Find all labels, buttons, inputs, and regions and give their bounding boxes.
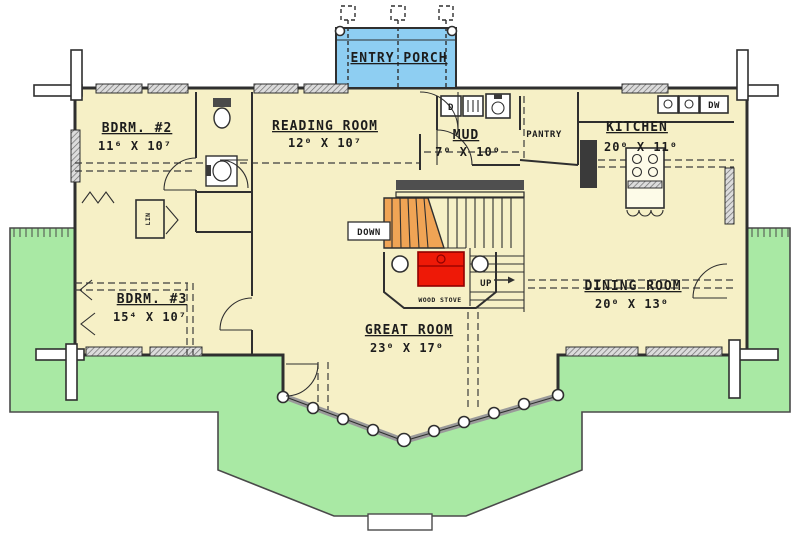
mud-room-label: MUD bbox=[453, 128, 479, 143]
linen-label: LIN bbox=[144, 213, 152, 226]
reading-room-dims: 12⁰ X 10⁷ bbox=[288, 136, 362, 150]
kitchen-island bbox=[625, 147, 665, 217]
dishwasher-label: DW bbox=[708, 101, 720, 111]
dishwasher-icon bbox=[699, 95, 729, 114]
windows bbox=[70, 83, 735, 357]
bar-stool-icon bbox=[650, 209, 664, 217]
deck-step bbox=[367, 513, 433, 531]
closet-doors bbox=[79, 191, 115, 336]
refrigerator-icon bbox=[580, 140, 597, 188]
kitchen-label: KITCHEN bbox=[606, 120, 668, 135]
deck-railing-ticks bbox=[13, 228, 789, 237]
cooktop-burner-icon bbox=[647, 166, 659, 178]
porch-deck bbox=[335, 27, 457, 89]
laundry-appliances bbox=[440, 93, 511, 119]
great-room-label: GREAT ROOM bbox=[365, 323, 453, 338]
dryer-label: D bbox=[448, 103, 454, 113]
log-post bbox=[391, 255, 409, 273]
stove-alcove bbox=[383, 252, 497, 309]
linen-closet bbox=[135, 199, 179, 239]
interior-walls bbox=[195, 92, 734, 355]
pantry-label: PANTRY bbox=[526, 130, 562, 140]
toilet-tank-icon bbox=[213, 98, 231, 107]
mud-room-dims: 7⁰ X 10⁰ bbox=[435, 145, 501, 159]
kitchen-dims: 20⁰ X 11⁰ bbox=[604, 140, 678, 154]
log-corner-stubs bbox=[33, 49, 779, 401]
bdrm2-label: BDRM. #2 bbox=[102, 121, 173, 136]
kitchen-fixtures bbox=[580, 95, 729, 217]
cooktop-burner-icon bbox=[631, 166, 643, 178]
central-stair-core bbox=[347, 180, 525, 312]
entry-porch bbox=[334, 5, 458, 89]
up-arrow-icon bbox=[494, 276, 515, 284]
up-label: UP bbox=[480, 279, 492, 289]
porch-log-end bbox=[334, 25, 346, 37]
kitchen-sink-icon bbox=[657, 95, 679, 114]
bath-fixture bbox=[206, 165, 211, 176]
prow-window-wall bbox=[276, 388, 565, 448]
dining-room-label: DINING ROOM bbox=[584, 279, 681, 294]
room-labels: ENTRY PORCH BDRM. #2 11⁶ X 10⁷ READING R… bbox=[98, 51, 720, 355]
bdrm2-dims: 11⁶ X 10⁷ bbox=[98, 139, 172, 153]
log-post bbox=[471, 255, 489, 273]
dashed-guides bbox=[75, 96, 734, 410]
bdrm3-label: BDRM. #3 bbox=[117, 292, 188, 307]
wood-stove-icon bbox=[417, 251, 465, 287]
kitchen-sink-icon bbox=[678, 95, 700, 114]
cooktop-burner-icon bbox=[647, 153, 659, 165]
stair-header bbox=[396, 180, 524, 190]
bdrm3-dims: 15⁴ X 10⁷ bbox=[113, 310, 187, 324]
dryer-icon bbox=[440, 95, 462, 117]
down-label-box bbox=[347, 221, 391, 241]
cooktop-burner-icon bbox=[631, 153, 643, 165]
great-room-dims: 23⁰ X 17⁰ bbox=[370, 341, 444, 355]
porch-log-end bbox=[446, 25, 458, 37]
entry-porch-label: ENTRY PORCH bbox=[350, 51, 447, 66]
doors bbox=[163, 91, 728, 397]
prow-log-posts bbox=[276, 388, 565, 448]
reading-room-label: READING ROOM bbox=[272, 119, 378, 134]
porch-posts bbox=[340, 5, 454, 88]
down-label: DOWN bbox=[357, 228, 381, 238]
dining-room-dims: 20⁰ X 13⁰ bbox=[595, 297, 669, 311]
wood-stove-label: WOOD STOVE bbox=[418, 296, 461, 304]
toilet-icon bbox=[213, 107, 231, 129]
bath-sink-icon bbox=[212, 160, 232, 182]
bathroom bbox=[205, 98, 238, 187]
